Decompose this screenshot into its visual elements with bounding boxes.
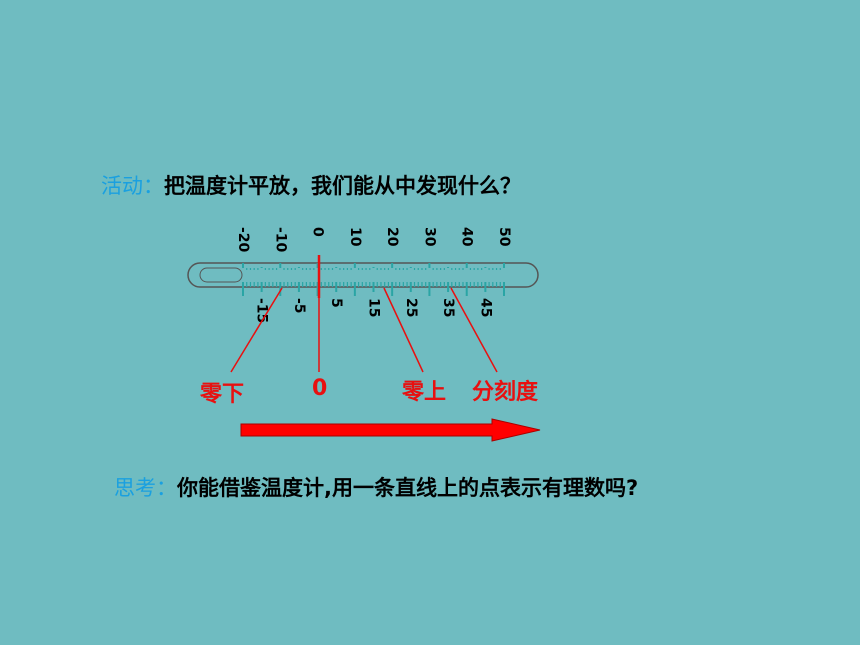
top-tick-label: 50	[496, 227, 512, 247]
scale-label: 分刻度	[472, 380, 539, 405]
top-tick-label: 0	[310, 227, 326, 237]
above-zero-pointer	[383, 287, 424, 373]
thermometer-ticks	[242, 263, 505, 296]
bottom-tick-labels: -15 -5 5 15 25 35 45	[254, 298, 494, 323]
above-zero-label: 零上	[402, 380, 447, 405]
top-tick-labels: -20 -10 0 10 20 30 40 50	[235, 227, 512, 253]
top-tick-label: 30	[421, 227, 437, 247]
bottom-tick-label: 45	[477, 298, 493, 317]
thermometer-tube	[187, 262, 539, 288]
think-line: 思考：你能借鉴温度计,用一条直线上的点表示有理数吗?	[114, 472, 638, 502]
top-tick-label: -20	[235, 227, 251, 253]
think-text: 你能借鉴温度计,用一条直线上的点表示有理数吗?	[177, 476, 639, 500]
thermometer-bulb	[199, 267, 243, 283]
bottom-tick-label: -15	[254, 298, 270, 323]
scale-pointer	[450, 287, 498, 373]
bottom-tick-label: 5	[328, 298, 344, 308]
activity-text: 把温度计平放，我们能从中发现什么？	[164, 174, 521, 198]
top-tick-label: -10	[272, 227, 288, 253]
bottom-tick-label: 35	[440, 298, 456, 317]
top-tick-label: 10	[347, 227, 363, 247]
top-tick-label: 40	[459, 227, 475, 247]
think-prefix: 思考：	[114, 476, 177, 500]
direction-arrow	[240, 418, 541, 442]
top-tick-label: 20	[384, 227, 400, 247]
below-zero-pointer	[230, 287, 283, 373]
below-zero-label: 零下	[200, 382, 245, 407]
activity-line: 活动：把温度计平放，我们能从中发现什么？	[101, 170, 521, 200]
bottom-tick-label: 25	[403, 298, 419, 317]
activity-prefix: 活动：	[101, 174, 164, 198]
bottom-tick-label: -5	[291, 298, 307, 314]
zero-label: 0	[312, 376, 328, 401]
bottom-tick-label: 15	[366, 298, 382, 317]
